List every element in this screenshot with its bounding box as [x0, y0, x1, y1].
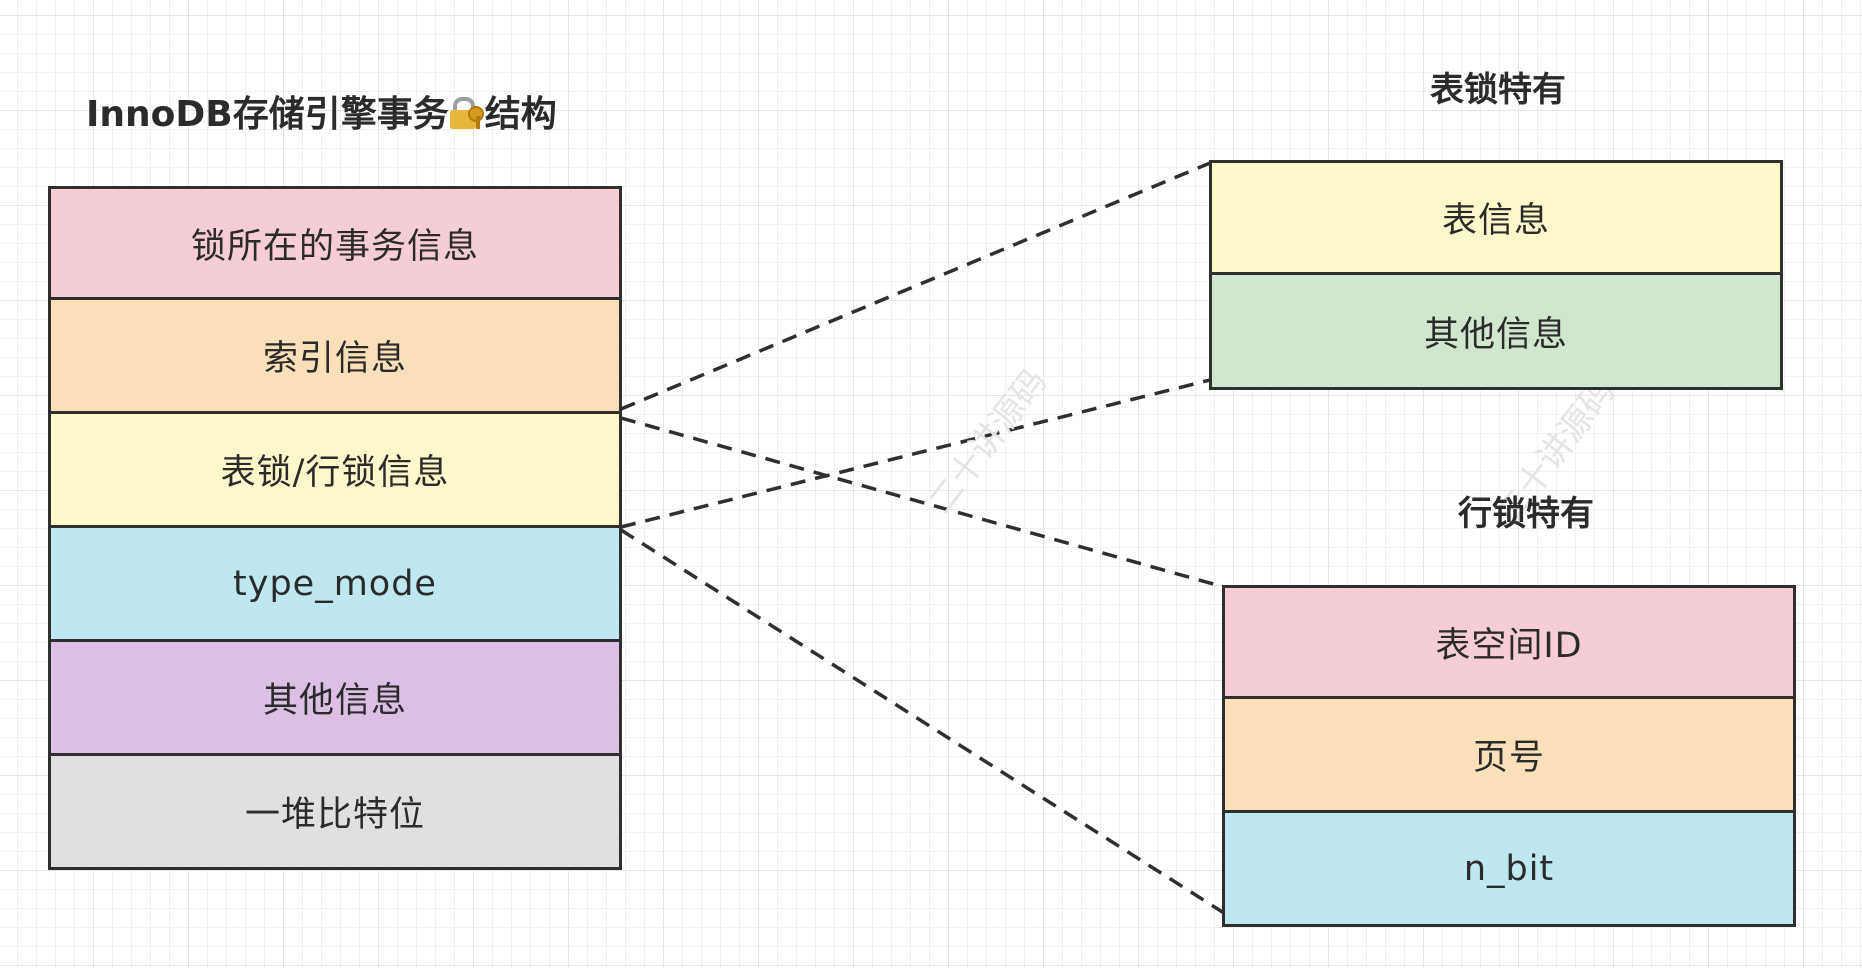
table-lock-cell-table-info: 表信息	[1209, 160, 1783, 275]
row-lock-cell-n-bit: n_bit	[1222, 813, 1796, 927]
row-lock-cell-page-no: 页号	[1222, 699, 1796, 813]
lock-with-key-icon	[449, 96, 484, 130]
row-lock-cell-space-id: 表空间ID	[1222, 585, 1796, 699]
diagram-title-prefix: InnoDB存储引擎事务	[86, 94, 449, 135]
diagram-title: InnoDB存储引擎事务结构	[86, 96, 557, 133]
row-lock-stack: 表空间ID 页号 n_bit	[1222, 585, 1796, 927]
diagram-title-suffix: 结构	[484, 94, 557, 135]
stack-cell-bit-array: 一堆比特位	[48, 756, 622, 870]
connector-table-top	[620, 161, 1211, 411]
stack-cell-index-info: 索引信息	[48, 300, 622, 414]
stack-cell-transaction-info: 锁所在的事务信息	[48, 186, 622, 300]
table-lock-cell-other-info: 其他信息	[1209, 275, 1783, 390]
connector-table-bottom	[620, 378, 1211, 529]
lock-struct-stack: 锁所在的事务信息 索引信息 表锁/行锁信息 type_mode 其他信息 一堆比…	[48, 186, 622, 870]
row-lock-title: 行锁特有	[1458, 494, 1594, 534]
watermark: 二十讲源码	[920, 361, 1055, 522]
table-lock-title: 表锁特有	[1430, 70, 1566, 110]
stack-cell-other-info: 其他信息	[48, 642, 622, 756]
stack-cell-table-row-lock-info: 表锁/行锁信息	[48, 414, 622, 528]
table-lock-stack: 表信息 其他信息	[1209, 160, 1783, 390]
connector-row-top	[620, 416, 1225, 589]
connector-row-bottom	[620, 528, 1225, 915]
stack-cell-type-mode: type_mode	[48, 528, 622, 642]
